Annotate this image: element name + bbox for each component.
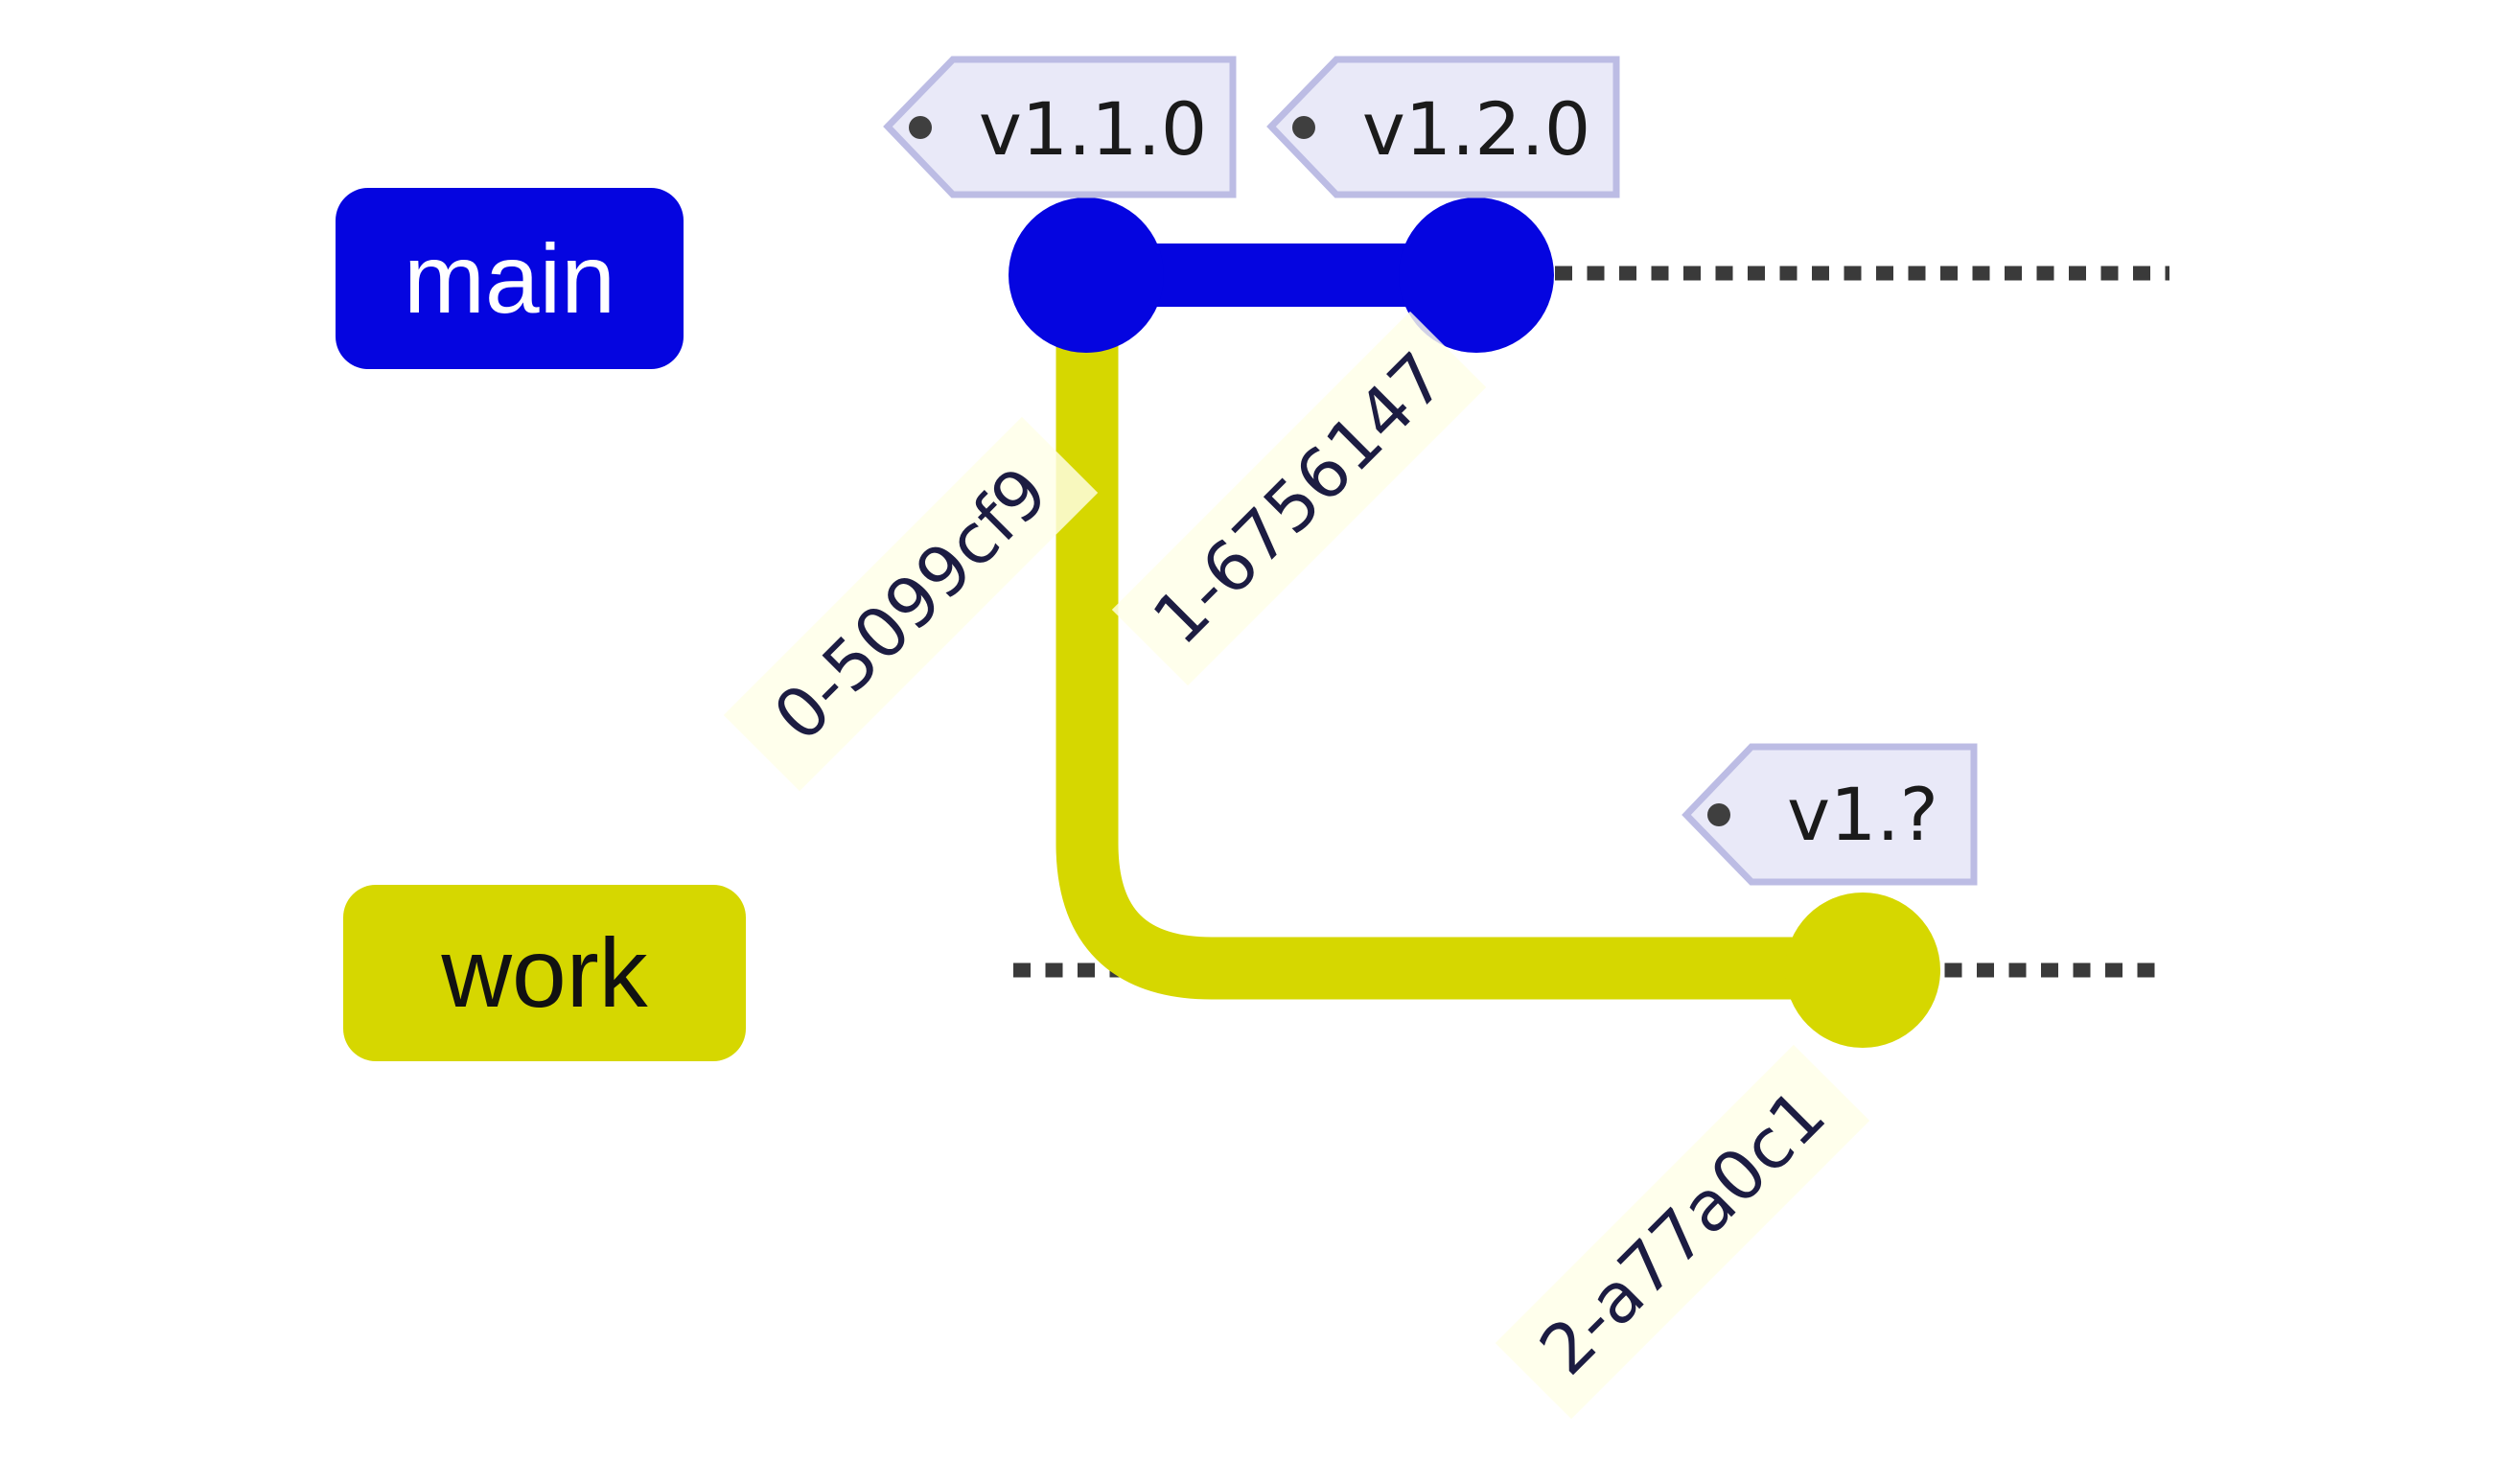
tag-label-v1-1-0: v1.1.0 [978,85,1208,172]
tag-hole-icon-3 [1707,803,1730,826]
commit-dot-1 [1399,197,1554,353]
commit-dot-2 [1785,893,1940,1048]
tag-shape-v1-2-0 [1266,56,1620,198]
tag-shape-v1-q [1682,743,1978,886]
tag-shape-v1-1-0 [883,56,1237,198]
branch-badge-main: main [336,188,684,369]
tag-label-v1-2-0: v1.2.0 [1361,85,1591,172]
branch-badge-work: work [343,885,746,1061]
work-branch-line [1055,275,1863,1000]
tag-hole-icon-1 [909,116,932,139]
tag-label-v1-q: v1.? [1787,771,1938,857]
commit-dot-0 [1009,197,1164,353]
tag-hole-icon-2 [1292,116,1315,139]
